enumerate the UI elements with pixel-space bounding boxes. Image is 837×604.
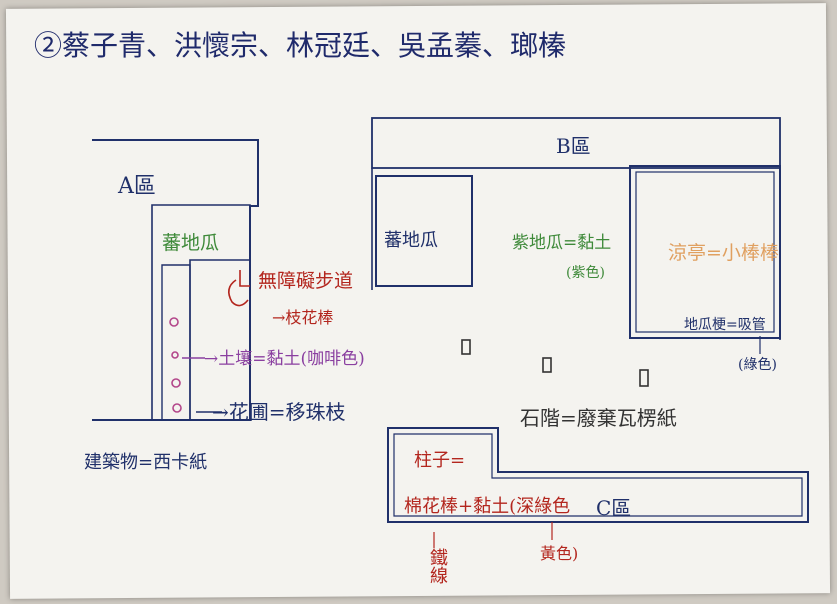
- zone-a-label: A區: [118, 174, 156, 199]
- zone-c-label: C區: [596, 496, 632, 520]
- zone-c-inner: [393, 433, 803, 517]
- building-label: 建築物=西卡紙: [84, 452, 208, 473]
- bead-3: [171, 378, 181, 388]
- zone-b-right-box: [629, 165, 781, 339]
- bead-4: [172, 403, 182, 413]
- zone-b-mid-label: 紫地瓜=黏土: [512, 233, 612, 253]
- wood-stick-label: →枝花棒: [272, 308, 334, 327]
- pillar-label: 柱子=: [414, 450, 466, 471]
- yellow-label: 黃色): [540, 544, 579, 563]
- bead-1: [169, 317, 179, 327]
- bead-2: [171, 351, 179, 359]
- stone-3: [639, 369, 649, 387]
- wheelchair-icon: [228, 270, 250, 307]
- zone-b-left-label: 蕃地瓜: [384, 230, 438, 251]
- flower-bed-label: →花圃=移珠枝: [212, 400, 346, 424]
- zone-b-mid-note: (紫色): [566, 265, 605, 281]
- stone-1: [461, 339, 471, 355]
- zone-b-right-inner: [635, 171, 775, 333]
- zone-a-inner-path: [151, 204, 251, 421]
- soil-label: →土壤=黏土(咖啡色): [204, 349, 365, 369]
- pillar-material-label: 棉花棒+黏土(深綠色: [404, 496, 571, 517]
- page-title: ②蔡子青、洪懷宗、林冠廷、吳孟蓁、瑯榛: [34, 29, 567, 62]
- zone-b-right-note: (綠色): [738, 357, 777, 373]
- zone-b-right-label: 涼亭=小棒棒: [668, 242, 779, 264]
- stairs-label: 石階=廢棄瓦楞紙: [520, 406, 677, 430]
- zone-a-outline: [92, 139, 259, 421]
- zone-b-left-box: [375, 175, 473, 287]
- zone-a-inner-strip: [161, 264, 191, 421]
- accessible-path-label: 無障礙步道: [258, 270, 354, 292]
- stone-2: [542, 357, 552, 373]
- zone-b-outline: [371, 117, 781, 169]
- zone-b-label: B區: [556, 134, 591, 158]
- zone-c-outline: [387, 427, 809, 523]
- zone-b-right-bottom-label: 地瓜梗=吸管: [684, 317, 766, 333]
- zone-a-garden-label: 蕃地瓜: [162, 232, 220, 254]
- iron-wire-label: 鐵線: [427, 548, 448, 584]
